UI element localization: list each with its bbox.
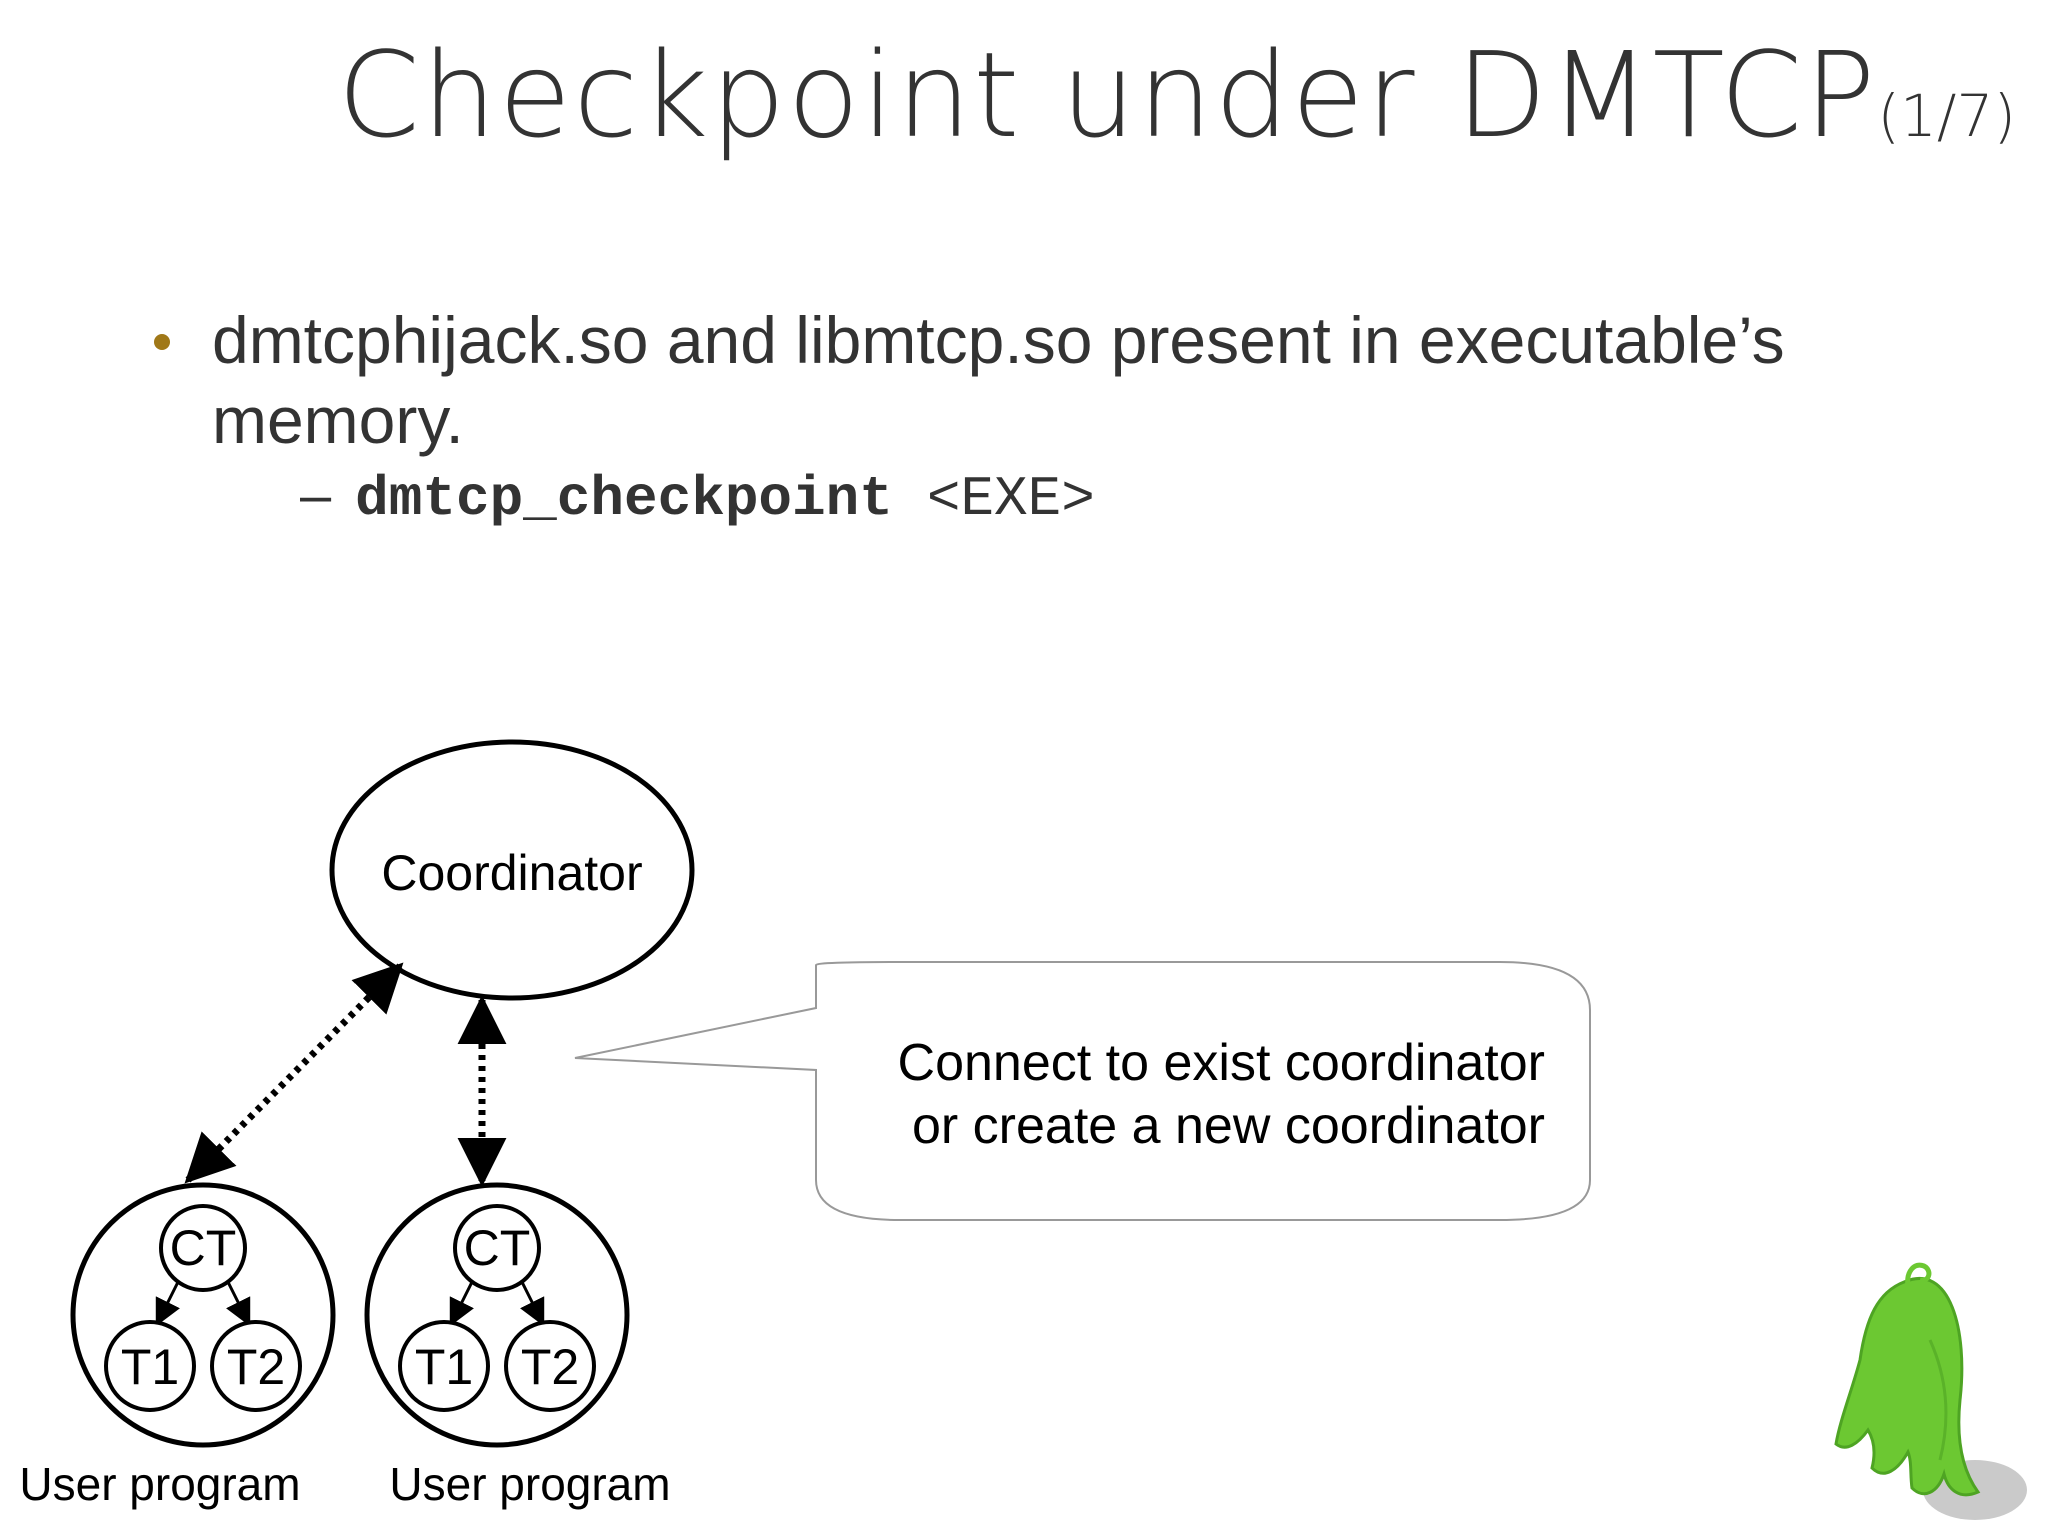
slide-page-number: (1/7)	[1877, 82, 2016, 150]
command-argument: <EXE>	[926, 467, 1095, 531]
t1-label: T1	[121, 1339, 179, 1395]
ct-label: CT	[170, 1220, 237, 1276]
coordinator-label: Coordinator	[381, 845, 642, 901]
green-ghost-mascot-icon	[1834, 1262, 2027, 1520]
slide-title: Checkpoint under DMTCP(1/7)	[337, 26, 2016, 164]
sub-bullet-dash: –	[300, 463, 332, 526]
command-name: dmtcp_checkpoint	[355, 467, 893, 531]
sub-bullet-item: –dmtcp_checkpoint <EXE>	[300, 462, 1095, 531]
user-program-label: User program	[389, 1458, 670, 1510]
callout-line-2: or create a new coordinator	[912, 1097, 1545, 1155]
t2-label: T2	[521, 1339, 579, 1395]
t2-node	[504, 1320, 596, 1412]
ct-label: CT	[464, 1220, 531, 1276]
callout-line-1: Connect to exist coordinator	[898, 1034, 1545, 1092]
t1-node	[398, 1320, 490, 1412]
slide-title-main: Checkpoint under DMTCP	[337, 26, 1878, 164]
user-program-2: CT T1 T2 User program	[364, 1182, 671, 1510]
bullet-dot-icon	[154, 334, 170, 350]
user-program-label: User program	[19, 1458, 300, 1510]
t2-node	[210, 1320, 302, 1412]
t2-label: T2	[227, 1339, 285, 1395]
ct-node	[453, 1204, 541, 1292]
callout-bubble: Connect to exist coordinator or create a…	[574, 961, 1591, 1221]
bullet-item: dmtcphijack.so and libmtcp.so present in…	[154, 300, 2012, 460]
bullet-text: dmtcphijack.so and libmtcp.so present in…	[212, 303, 1785, 457]
t1-node	[104, 1320, 196, 1412]
connection-arrow-left	[184, 962, 404, 1184]
user-program-1: CT T1 T2 User program	[19, 1182, 336, 1510]
ct-node	[159, 1204, 247, 1292]
t1-label: T1	[415, 1339, 473, 1395]
coordinator-node: Coordinator	[329, 739, 695, 1001]
